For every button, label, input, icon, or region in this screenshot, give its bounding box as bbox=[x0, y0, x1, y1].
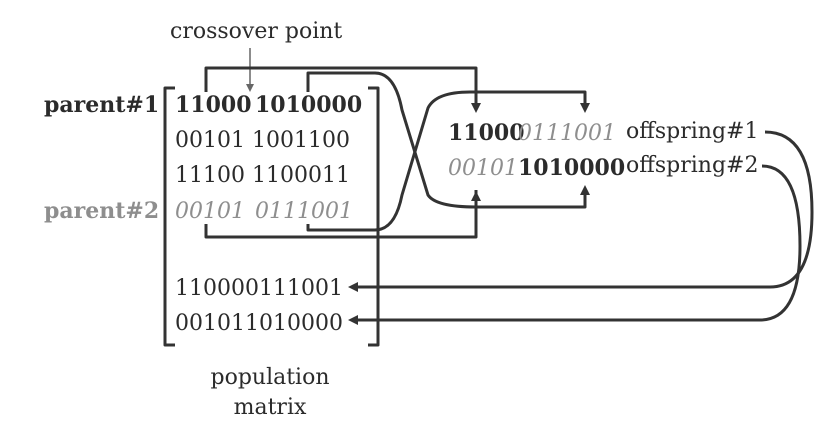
offspring2-label: offspring#2 bbox=[626, 153, 758, 178]
offspring2-tail: 1010000 bbox=[518, 155, 625, 181]
matrix-row-3: 11100 1100011 bbox=[175, 163, 350, 188]
population-label: population bbox=[210, 365, 329, 390]
matrix-row-2: 00101 1001100 bbox=[175, 128, 350, 153]
matrix-row-4-right: 0111001 bbox=[255, 199, 353, 224]
parent2-tail-to-offspring1-arrow bbox=[306, 90, 590, 232]
parent1-tail-to-offspring2-arrow bbox=[476, 185, 590, 209]
offspring2-return-arrow bbox=[348, 164, 802, 325]
parent2-label: parent#2 bbox=[44, 198, 159, 224]
matrix-row-4-left: 00101 bbox=[175, 199, 245, 224]
parent1-head-to-offspring1-arrow bbox=[204, 66, 481, 113]
parent2-head-to-offspring2-arrow bbox=[204, 191, 481, 239]
offspring1-head: 11000 bbox=[448, 120, 525, 146]
matrix-left-bracket bbox=[163, 86, 175, 347]
matrix-right-bracket bbox=[368, 86, 380, 347]
parent1-tail-crossing-line bbox=[306, 71, 478, 209]
offspring2-head: 00101 bbox=[448, 156, 518, 181]
matrix-row-1-right: 1010000 bbox=[255, 92, 362, 118]
parent1-label: parent#1 bbox=[44, 92, 159, 118]
offspring1-label: offspring#1 bbox=[626, 119, 758, 144]
matrix-row-1-left: 11000 bbox=[175, 92, 252, 118]
matrix-row-5: 110000111001 bbox=[175, 276, 343, 301]
crossover-point-label: crossover point bbox=[170, 19, 342, 44]
matrix-label: matrix bbox=[234, 395, 307, 420]
offspring1-return-arrow bbox=[348, 130, 814, 292]
offspring1-tail: 0111001 bbox=[518, 121, 616, 146]
matrix-row-6: 001011010000 bbox=[175, 311, 343, 336]
